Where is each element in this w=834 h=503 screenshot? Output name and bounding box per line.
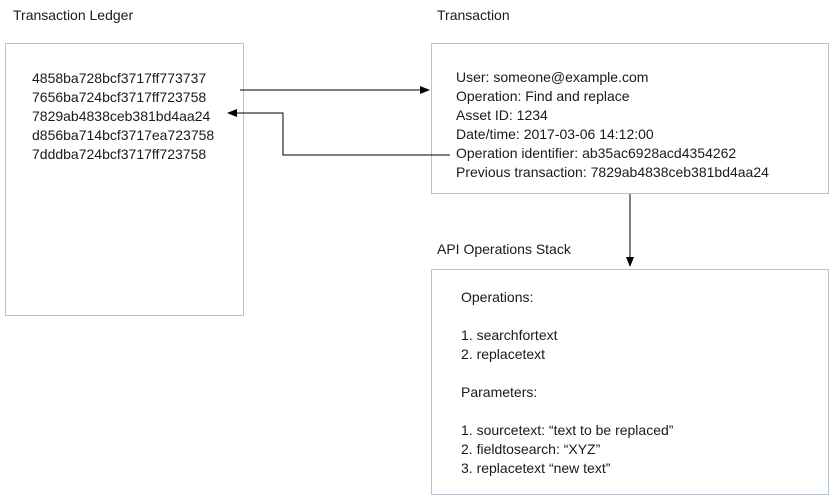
transaction-title: Transaction [437, 7, 510, 23]
stack-box: Operations: 1. searchfortext 2. replacet… [431, 269, 829, 495]
parameters-heading: Parameters: [461, 384, 538, 400]
parameter-item: 1. sourcetext: “text to be replaced” [461, 422, 674, 438]
arrow-previous-transaction-to-ledger [227, 109, 450, 156]
ledger-entry: 7dddba724bcf3717ff723758 [32, 146, 207, 162]
ledger-title: Transaction Ledger [13, 7, 134, 23]
operation-item: 2. replacetext [461, 346, 546, 362]
parameter-item: 3. replacetext “new text” [461, 460, 611, 476]
parameter-item: 2. fieldtosearch: “XYZ” [461, 441, 601, 457]
transaction-field-user: User: someone@example.com [456, 69, 649, 85]
transaction-box: User: someone@example.com Operation: Fin… [431, 43, 829, 194]
transaction-fields: User: someone@example.com Operation: Fin… [456, 68, 769, 182]
ledger-box: 4858ba728bcf3717ff773737 7656ba724bcf371… [5, 43, 244, 316]
transaction-field-operation: Operation: Find and replace [456, 88, 630, 104]
operations-heading: Operations: [461, 289, 534, 305]
stack-title: API Operations Stack [437, 241, 571, 257]
ledger-entry: 4858ba728bcf3717ff773737 [32, 70, 207, 86]
ledger-entries: 4858ba728bcf3717ff773737 7656ba724bcf371… [32, 69, 214, 164]
transaction-field-asset-id: Asset ID: 1234 [456, 107, 548, 123]
ledger-entry: 7656ba724bcf3717ff723758 [32, 89, 207, 105]
stack-content: Operations: 1. searchfortext 2. replacet… [461, 288, 673, 478]
transaction-field-datetime: Date/time: 2017-03-06 14:12:00 [456, 126, 654, 142]
ledger-entry: 7829ab4838ceb381bd4aa24 [32, 108, 211, 124]
operation-item: 1. searchfortext [461, 327, 558, 343]
transaction-field-operation-identifier: Operation identifier: ab35ac6928acd43542… [456, 145, 737, 161]
transaction-field-previous-transaction: Previous transaction: 7829ab4838ceb381bd… [456, 164, 769, 180]
ledger-entry: d856ba714bcf3717ea723758 [32, 127, 215, 143]
